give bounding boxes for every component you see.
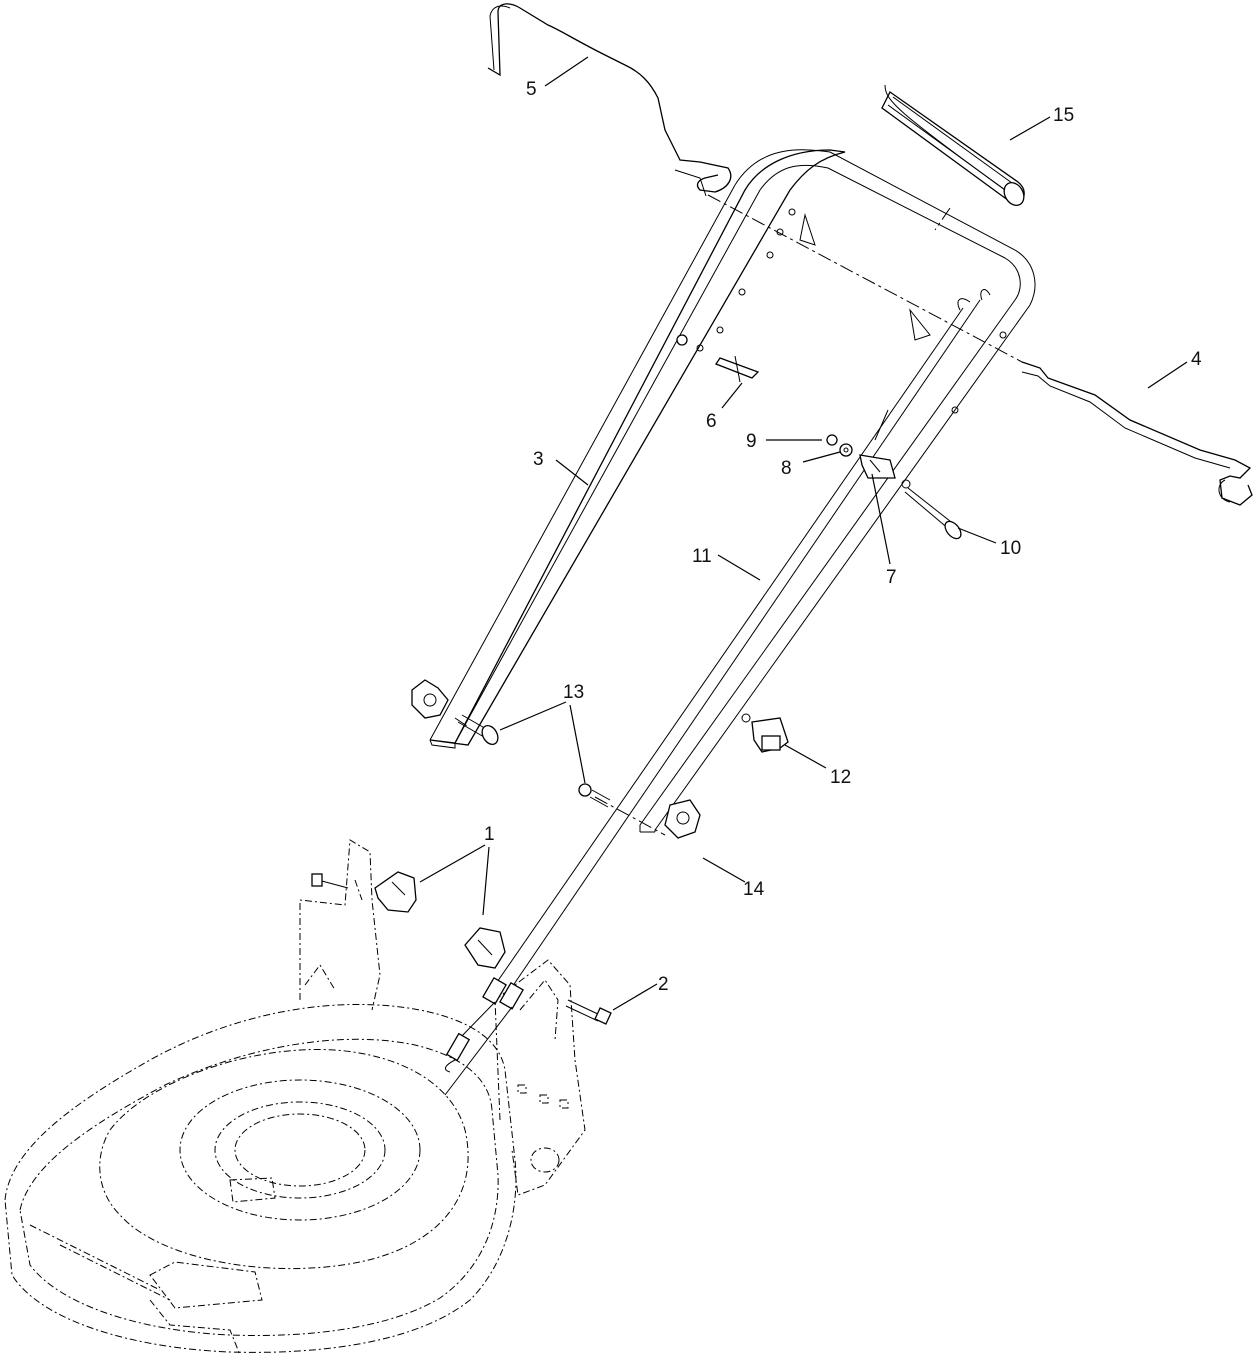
callout-8: 8 [781, 458, 792, 479]
handle-knobs [411, 679, 701, 839]
handle-grip [881, 84, 1025, 206]
callout-11: 11 [692, 546, 712, 567]
bail-lower [1021, 361, 1253, 506]
callout-3: 3 [533, 449, 544, 470]
assembly-centerlines [454, 194, 1023, 836]
callout-numbers: 1 2 3 4 5 6 7 8 9 10 11 12 13 14 15 [484, 79, 1202, 995]
handle-frame [429, 149, 1036, 833]
leader-lines [419, 56, 1188, 1011]
carriage-bolts [457, 714, 611, 808]
cable-tie [676, 334, 760, 383]
cable-guide-hardware [826, 434, 962, 540]
callout-15: 15 [1053, 105, 1074, 126]
callout-1: 1 [484, 824, 495, 845]
mount-brackets [311, 871, 506, 969]
callout-13: 13 [563, 682, 584, 703]
callout-12: 12 [830, 767, 851, 788]
callout-5: 5 [526, 79, 537, 100]
callout-14: 14 [743, 879, 765, 900]
callout-4: 4 [1191, 349, 1202, 370]
mower-deck [4, 839, 586, 1356]
callout-10: 10 [1000, 538, 1021, 559]
cable-adjuster [741, 713, 789, 753]
callout-7: 7 [886, 567, 897, 588]
callout-9: 9 [746, 431, 757, 452]
control-cable [444, 289, 991, 1096]
flange-screw [565, 999, 612, 1025]
bail-upper [487, 3, 732, 197]
callout-6: 6 [706, 411, 717, 432]
callout-2: 2 [658, 974, 669, 995]
